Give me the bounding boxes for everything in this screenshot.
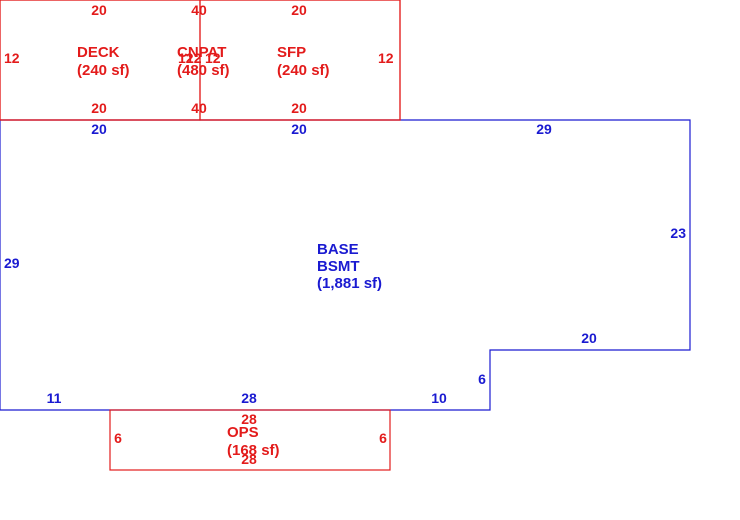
ops-dim-bottom: 28 bbox=[241, 451, 257, 467]
cnpat-outline bbox=[0, 0, 401, 121]
ops-outline bbox=[109, 409, 391, 471]
deck-dim-bottom: 20 bbox=[91, 100, 107, 116]
base-dim-left: 29 bbox=[4, 255, 20, 271]
base-dim-top-mid: 20 bbox=[291, 121, 307, 137]
base-dim-bottom-left: 11 bbox=[47, 390, 62, 406]
sfp-name: SFP bbox=[277, 44, 306, 61]
base-area: (1,881 sf) bbox=[317, 275, 382, 292]
ops-dim-right: 6 bbox=[379, 430, 387, 446]
base-dim-step-top: 20 bbox=[581, 330, 597, 346]
ops-name: OPS bbox=[227, 424, 259, 441]
base-dim-top-right: 29 bbox=[536, 121, 552, 137]
base-outline bbox=[0, 119, 691, 411]
cnpat-dim-left: 12 bbox=[186, 50, 202, 66]
base-dim-bottom-right: 10 bbox=[431, 390, 447, 406]
base-name: BASE bbox=[317, 241, 359, 258]
deck-dim-right: 12 bbox=[178, 50, 194, 66]
base-dim-right: 23 bbox=[670, 225, 686, 241]
base-sub: BSMT bbox=[317, 258, 360, 275]
ops-area: (168 sf) bbox=[227, 442, 280, 459]
sfp-dim-bottom: 20 bbox=[291, 100, 307, 116]
base-dim-step-side: 6 bbox=[478, 371, 486, 387]
cnpat-dim-right: 12 bbox=[205, 50, 221, 66]
cnpat-dim-top: 40 bbox=[191, 2, 207, 18]
ops-dim-left: 6 bbox=[114, 430, 122, 446]
deck-dim-left: 12 bbox=[4, 50, 20, 66]
sfp-area: (240 sf) bbox=[277, 62, 330, 79]
deck-area: (240 sf) bbox=[77, 62, 130, 79]
cnpat-dim-bottom: 40 bbox=[191, 100, 207, 116]
base-dim-top-left: 20 bbox=[91, 121, 107, 137]
base-dim-bottom-mid: 28 bbox=[241, 390, 257, 406]
deck-name: DECK bbox=[77, 44, 120, 61]
ops-dim-top: 28 bbox=[241, 411, 257, 427]
sfp-dim-right: 12 bbox=[378, 50, 394, 66]
deck-dim-top: 20 bbox=[91, 2, 107, 18]
cnpat-area: (480 sf) bbox=[177, 62, 230, 79]
sfp-dim-top: 20 bbox=[291, 2, 307, 18]
cnpat-name: CNPAT bbox=[177, 44, 226, 61]
